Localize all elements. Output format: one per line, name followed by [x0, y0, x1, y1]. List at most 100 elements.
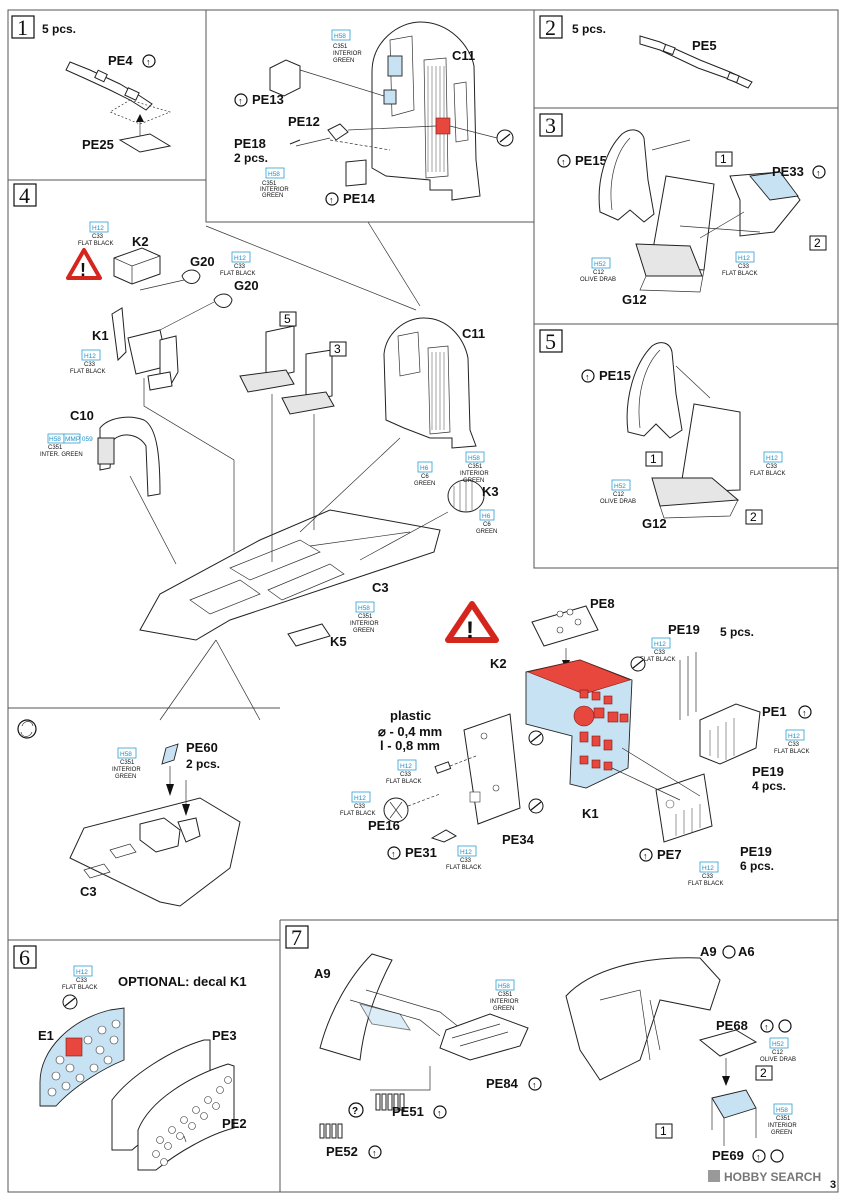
svg-text:?: ? [352, 1106, 358, 1117]
svg-text:3: 3 [545, 113, 556, 138]
svg-text:H12: H12 [92, 225, 104, 232]
label-pe7: PE7 [657, 847, 682, 862]
cement-icon [770, 1149, 784, 1163]
label-pe34: PE34 [502, 832, 535, 847]
step-number-6: 6 [13, 945, 37, 970]
svg-text:MMP 059: MMP 059 [65, 436, 93, 443]
svg-text:1: 1 [720, 152, 727, 166]
svg-text:1: 1 [650, 452, 657, 466]
pe19-quantity-a: 5 pcs. [720, 625, 754, 639]
svg-text:H52: H52 [594, 261, 606, 268]
label-a9-right: A9 [700, 944, 717, 959]
svg-text:INTERIOR: INTERIOR [490, 999, 519, 1005]
label-pe1: PE1 [762, 704, 787, 719]
label-pe18: PE18 [234, 136, 266, 151]
svg-text:!: ! [466, 617, 474, 644]
svg-text:↑: ↑ [561, 157, 566, 167]
svg-text:C351: C351 [48, 445, 63, 451]
svg-text:1: 1 [660, 1124, 667, 1138]
label-k1: K1 [92, 328, 109, 343]
label-c11-top: C11 [452, 48, 475, 63]
svg-text:↑: ↑ [329, 195, 334, 205]
svg-text:7: 7 [291, 925, 302, 950]
svg-text:GREEN: GREEN [493, 1006, 514, 1012]
label-pe3: PE3 [212, 1028, 237, 1043]
label-g20-a: G20 [190, 254, 215, 269]
step-6-panel: OPTIONAL: decal K1 H12 C33 FLAT BLACK E1… [38, 965, 247, 1171]
label-pe12: PE12 [288, 114, 320, 129]
svg-text:↑: ↑ [146, 57, 151, 67]
plastic-length: l - 0,8 mm [380, 738, 440, 753]
svg-text:↑: ↑ [816, 168, 821, 178]
label-g20-b: G20 [234, 278, 259, 293]
svg-text:↑: ↑ [585, 372, 590, 382]
k2-detail-panel: ! PE8 K2 PE19 5 pcs. H12 C33 FLAT BLACK [340, 596, 812, 887]
step-5-panel: ↑ PE15 1 2 H12 C33 FLAT BLACK H52 C12 OL… [581, 342, 785, 531]
svg-text:H12: H12 [738, 255, 750, 262]
label-g12-step5: G12 [642, 516, 667, 531]
svg-text:H12: H12 [788, 733, 800, 740]
svg-text:↑: ↑ [437, 1108, 442, 1118]
svg-text:C33: C33 [84, 362, 96, 368]
svg-text:H12: H12 [702, 865, 714, 872]
svg-text:FLAT BLACK: FLAT BLACK [722, 271, 757, 277]
label-a6: A6 [738, 944, 755, 959]
svg-text:↑: ↑ [391, 849, 396, 859]
step-3-panel: ↑ PE15 1 PE33 ↑ 2 H52 C12 OLIVE DRAB H12… [557, 129, 827, 307]
svg-text:FLAT BLACK: FLAT BLACK [774, 749, 809, 755]
label-k1-detail: K1 [582, 806, 599, 821]
photo-etch-icon [368, 1145, 382, 1159]
photo-etch-icon [639, 848, 653, 862]
step-number-4: 4 [13, 183, 37, 208]
label-pe2: PE2 [222, 1116, 247, 1131]
label-e1: E1 [38, 1028, 54, 1043]
label-pe69: PE69 [712, 1148, 744, 1163]
svg-text:H12: H12 [354, 795, 366, 802]
svg-text:C12: C12 [772, 1050, 784, 1056]
svg-text:GREEN: GREEN [262, 193, 283, 199]
svg-text:INTER. GREEN: INTER. GREEN [40, 452, 83, 458]
label-c11-main: C11 [462, 326, 485, 341]
svg-text:↑: ↑ [802, 708, 807, 718]
step-1-quantity: 5 pcs. [42, 22, 76, 36]
svg-text:C33: C33 [234, 264, 246, 270]
photo-etch-icon [812, 165, 826, 179]
svg-text:C12: C12 [593, 270, 605, 276]
svg-text:↑: ↑ [643, 851, 648, 861]
page-number: 3 [830, 1179, 836, 1191]
step-7-panel: A9 H58 C351 INTERIOR GREEN PE84 ↑ ? PE51… [314, 944, 797, 1163]
svg-text:C33: C33 [460, 858, 472, 864]
svg-text:C33: C33 [654, 650, 666, 656]
svg-text:C6: C6 [483, 522, 491, 528]
label-pe84: PE84 [486, 1076, 519, 1091]
svg-text:FLAT BLACK: FLAT BLACK [78, 241, 113, 247]
label-pe68: PE68 [716, 1018, 748, 1033]
svg-text:C33: C33 [766, 464, 778, 470]
warning-icon-large: ! [445, 601, 499, 644]
watermark: HOBBY SEARCH [708, 1170, 821, 1184]
svg-text:C12: C12 [613, 492, 625, 498]
svg-text:C351: C351 [498, 992, 513, 998]
svg-text:FLAT BLACK: FLAT BLACK [750, 471, 785, 477]
label-k3: K3 [482, 484, 499, 499]
svg-text:FLAT BLACK: FLAT BLACK [220, 271, 255, 277]
svg-text:H12: H12 [76, 969, 88, 976]
svg-text:H52: H52 [614, 483, 626, 490]
photo-etch-icon [557, 154, 571, 168]
photo-etch-icon [325, 192, 339, 206]
svg-text:H58: H58 [334, 33, 346, 40]
svg-text:HOBBY SEARCH: HOBBY SEARCH [724, 1170, 821, 1184]
svg-text:H12: H12 [766, 455, 778, 462]
svg-text:GREEN: GREEN [476, 529, 497, 535]
svg-text:FLAT BLACK: FLAT BLACK [446, 865, 481, 871]
svg-text:FLAT BLACK: FLAT BLACK [688, 881, 723, 887]
svg-text:C351: C351 [358, 614, 373, 620]
svg-text:OLIVE DRAB: OLIVE DRAB [760, 1057, 796, 1063]
svg-text:C33: C33 [400, 772, 412, 778]
svg-text:↑: ↑ [756, 1152, 761, 1162]
svg-text:GREEN: GREEN [463, 478, 484, 484]
svg-text:C351: C351 [333, 44, 348, 50]
svg-text:C33: C33 [354, 804, 366, 810]
step-number-1: 1 [11, 15, 35, 40]
svg-text:GREEN: GREEN [333, 58, 354, 64]
